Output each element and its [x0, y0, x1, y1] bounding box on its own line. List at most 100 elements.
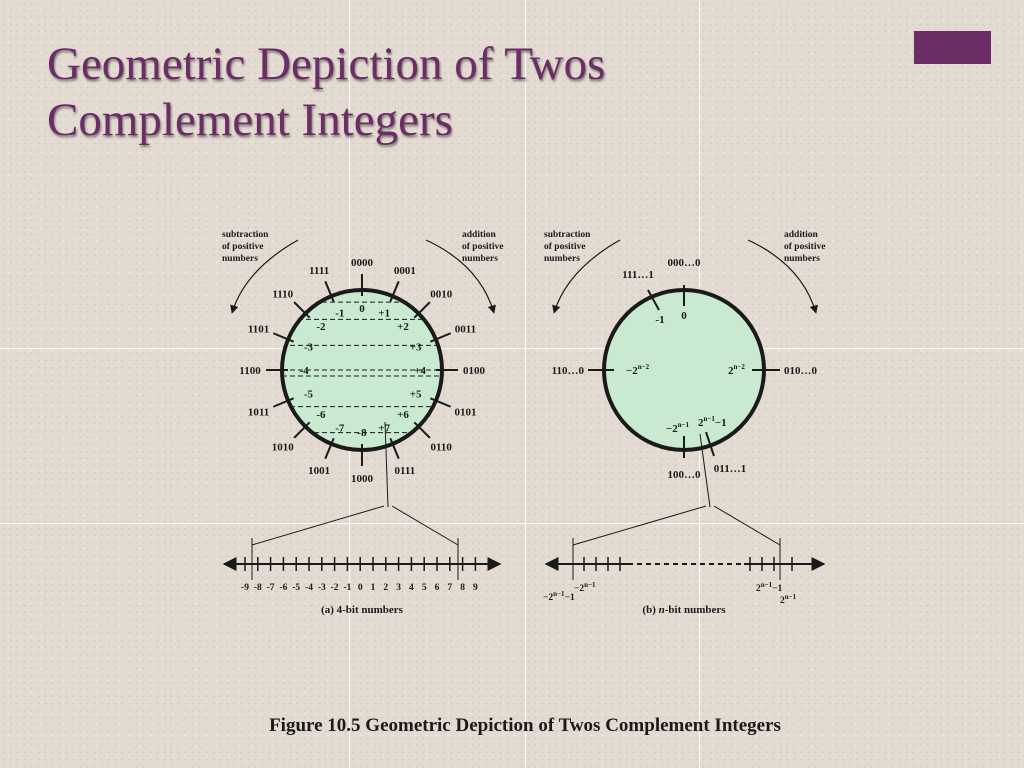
number-line-tick-label: -8 — [254, 583, 262, 593]
addition-label-b-line-1: addition — [784, 230, 819, 240]
binary-code-label: 0011 — [455, 324, 476, 336]
subtraction-label-line-1: subtraction — [222, 230, 269, 240]
tick-mark-0110 — [413, 421, 431, 439]
zoom-pointer-b — [699, 433, 711, 508]
binary-code-label: 0000 — [351, 257, 374, 269]
binary-code-label: 1010 — [272, 441, 295, 453]
tick-mark-0101 — [429, 397, 452, 408]
binary-code-label: 1101 — [248, 324, 269, 336]
tick-b-bottomright — [705, 431, 715, 457]
number-line-tick-label: 4 — [409, 583, 414, 593]
binary-code-label: 1000 — [351, 473, 374, 485]
subtraction-label-b-line-2: of positive — [544, 242, 585, 252]
addition-arrow-b — [747, 239, 818, 314]
subtraction-label-b-line-1: subtraction — [544, 230, 591, 240]
code-b-left: 110…0 — [552, 365, 585, 377]
value-b-topleft: -1 — [655, 314, 664, 326]
tick-mark-1111 — [324, 280, 335, 303]
number-line-tick-label: 8 — [460, 583, 465, 593]
number-line-tick-label: 0 — [358, 583, 363, 593]
tick-b-topleft — [647, 289, 660, 311]
zoom-pointer-a — [384, 421, 389, 508]
number-line-tick-label: -7 — [267, 583, 275, 593]
decimal-value-label: +5 — [410, 389, 422, 401]
grid-horizontal-2 — [0, 523, 1024, 524]
tick-mark-0111 — [389, 437, 400, 460]
decimal-value-label: -1 — [335, 308, 344, 320]
number-line-tick-label: 5 — [422, 583, 427, 593]
binary-code-label: 1111 — [309, 265, 329, 277]
caption-a: (a) 4-bit numbers — [321, 604, 404, 616]
code-b-topleft: 111…1 — [622, 269, 654, 281]
decimal-value-label: -8 — [357, 427, 367, 439]
subtraction-label-line-2: of positive — [222, 242, 263, 252]
decimal-value-label: -4 — [299, 365, 309, 377]
diagram-n-bit: subtraction of positive numbers addition… — [543, 230, 825, 616]
decimal-value-label: -7 — [335, 422, 345, 434]
number-line-tick-label: 9 — [473, 583, 478, 593]
binary-code-label: 1001 — [308, 465, 330, 477]
code-b-bottom: 100…0 — [668, 469, 702, 481]
grid-vertical-2 — [525, 0, 526, 768]
number-line-tick-label: 7 — [447, 583, 452, 593]
decimal-value-label: +1 — [378, 308, 390, 320]
decimal-value-label: +2 — [397, 321, 409, 333]
number-line-tick-label: 2 — [383, 583, 388, 593]
axis-b-label-1: −2n−1−1 — [543, 590, 575, 603]
number-line-tick-label: -9 — [241, 583, 249, 593]
binary-code-label: 0010 — [430, 289, 453, 301]
number-line-tick-label: -2 — [331, 583, 339, 593]
decimal-value-label: +4 — [414, 365, 426, 377]
caption-b: (b) n-bit numbers — [642, 604, 726, 616]
axis-b-label-2: −2n−1 — [574, 581, 596, 594]
decimal-value-label: +7 — [378, 422, 390, 434]
decimal-value-label: -2 — [316, 321, 326, 333]
slide-title-line-1: Geometric Depiction of Twos — [47, 38, 606, 90]
number-line-tick-label: 3 — [396, 583, 401, 593]
subtraction-label-b-line-3: numbers — [544, 254, 580, 264]
tick-mark-0010 — [413, 301, 431, 319]
addition-arrow — [425, 239, 496, 314]
decimal-value-label: 0 — [359, 303, 365, 315]
slide-title: Geometric Depiction of Twos Complement I… — [47, 36, 605, 148]
slide-title-line-2: Complement Integers — [47, 94, 453, 146]
number-line-tick-label: -3 — [318, 583, 326, 593]
number-line-tick-label: -5 — [292, 583, 300, 593]
addition-label-line-3: numbers — [462, 254, 498, 264]
binary-code-label: 1011 — [248, 406, 269, 418]
subtraction-arrow-b — [552, 239, 621, 314]
subtraction-arrow — [230, 239, 299, 314]
decimal-value-label: +3 — [410, 341, 422, 353]
decimal-value-label: -3 — [304, 341, 314, 353]
tick-mark-1110 — [293, 301, 311, 319]
tick-mark-1010 — [293, 421, 311, 439]
diagram-4-bit: subtraction of positive numbers addition… — [222, 230, 503, 616]
number-line-tick-label: 6 — [435, 583, 440, 593]
figure-caption: Figure 10.5 Geometric Depiction of Twos … — [269, 715, 781, 736]
number-line-tick-label: -6 — [279, 583, 287, 593]
axis-b-label-3: 2n−1−1 — [756, 581, 783, 594]
binary-code-label: 0001 — [394, 265, 416, 277]
decimal-value-label: +6 — [397, 409, 409, 421]
decimal-value-label: -6 — [316, 409, 326, 421]
zoom-line-a-left — [251, 505, 385, 546]
binary-code-label: 0111 — [394, 465, 415, 477]
tick-mark-1011 — [272, 397, 295, 408]
grid-horizontal-1 — [0, 348, 1024, 349]
addition-label-line-2: of positive — [462, 242, 503, 252]
binary-code-label: 0100 — [463, 365, 486, 377]
decimal-value-label: -5 — [304, 389, 314, 401]
tick-mark-0001 — [389, 280, 400, 303]
accent-bar — [914, 31, 991, 64]
addition-label-line-1: addition — [462, 230, 497, 240]
number-line-tick-label: -4 — [305, 583, 313, 593]
number-line-tick-label: 1 — [371, 583, 376, 593]
binary-code-label: 1110 — [272, 289, 293, 301]
tick-mark-0011 — [429, 332, 452, 343]
code-b-right: 010…0 — [784, 365, 818, 377]
axis-b-label-4: 2n−1 — [780, 593, 797, 606]
zoom-line-b-right — [713, 505, 781, 546]
addition-label-b-line-2: of positive — [784, 242, 825, 252]
tick-mark-1101 — [272, 332, 295, 343]
